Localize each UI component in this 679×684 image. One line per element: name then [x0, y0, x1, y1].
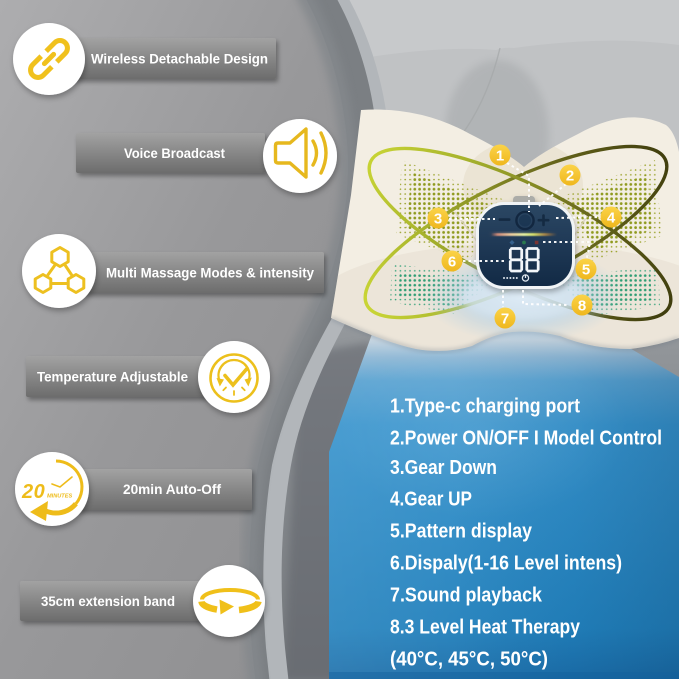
svg-text:3.Gear Down: 3.Gear Down [390, 457, 497, 479]
svg-text:Voice Broadcast: Voice Broadcast [124, 145, 225, 161]
svg-text:3: 3 [434, 211, 442, 228]
svg-text:Temperature Adjustable: Temperature Adjustable [37, 369, 188, 385]
svg-text:MINUTES: MINUTES [47, 494, 72, 500]
svg-text:Multi Massage Modes & intensit: Multi Massage Modes & intensity [106, 265, 314, 281]
svg-text:1.Type-c charging port: 1.Type-c charging port [390, 396, 580, 418]
svg-text:7.Sound playback: 7.Sound playback [390, 585, 543, 607]
svg-text:2.Power ON/OFF I Model Control: 2.Power ON/OFF I Model Control [390, 428, 662, 450]
svg-text:5.Pattern display: 5.Pattern display [390, 521, 533, 543]
svg-text:35cm extension band: 35cm extension band [41, 593, 175, 609]
svg-text:6.Dispaly(1-16 Level intens): 6.Dispaly(1-16 Level intens) [390, 553, 622, 575]
svg-text:1: 1 [496, 148, 504, 165]
svg-text:20: 20 [21, 481, 45, 503]
svg-text:4.Gear UP: 4.Gear UP [390, 489, 472, 511]
svg-text:7: 7 [501, 311, 509, 328]
svg-text:4: 4 [607, 210, 616, 227]
svg-text:5: 5 [582, 262, 590, 279]
svg-text:2: 2 [566, 168, 574, 185]
svg-text:Wireless Detachable Design: Wireless Detachable Design [91, 51, 268, 67]
svg-text:20min Auto-Off: 20min Auto-Off [123, 481, 221, 497]
svg-text:(40°C, 45°C, 50°C): (40°C, 45°C, 50°C) [390, 649, 548, 671]
svg-text:8: 8 [578, 298, 586, 315]
svg-text:8.3 Level Heat Therapy: 8.3 Level Heat Therapy [390, 617, 581, 639]
svg-text:6: 6 [448, 254, 456, 271]
